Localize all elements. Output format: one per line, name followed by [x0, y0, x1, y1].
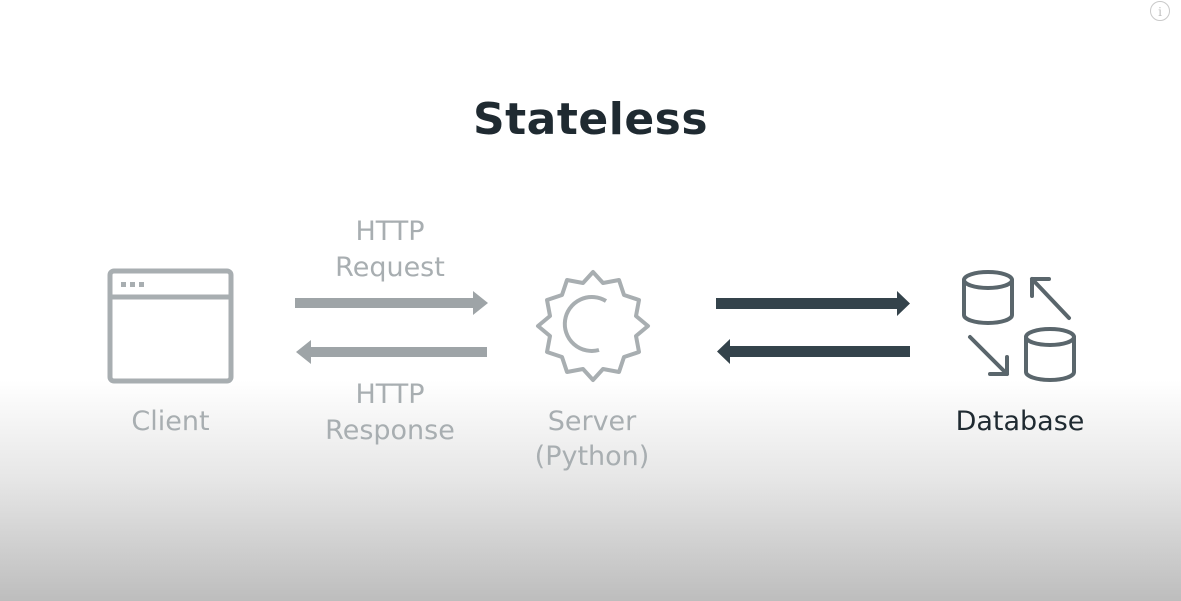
client-label: Client: [131, 406, 210, 437]
response-label-line1: HTTP: [355, 379, 425, 410]
request-label-line2: Request: [335, 252, 445, 283]
db-to-server-arrow: [717, 339, 910, 364]
request-label-line1: HTTP: [355, 216, 425, 247]
page-title: Stateless: [472, 94, 709, 145]
browser-window-icon: [107, 268, 234, 384]
response-arrow: [296, 340, 487, 364]
response-label-line2: Response: [325, 415, 455, 446]
server-to-db-arrow: [716, 291, 910, 316]
gear-icon: [536, 270, 650, 382]
info-button[interactable]: i: [1150, 1, 1170, 21]
server-label-line2: (Python): [534, 441, 650, 472]
server-label-line1: Server: [547, 406, 637, 437]
database-sync-icon: [962, 270, 1076, 382]
request-arrow: [295, 291, 488, 315]
browser-dots-icon: [121, 282, 144, 287]
database-label: Database: [955, 406, 1085, 437]
